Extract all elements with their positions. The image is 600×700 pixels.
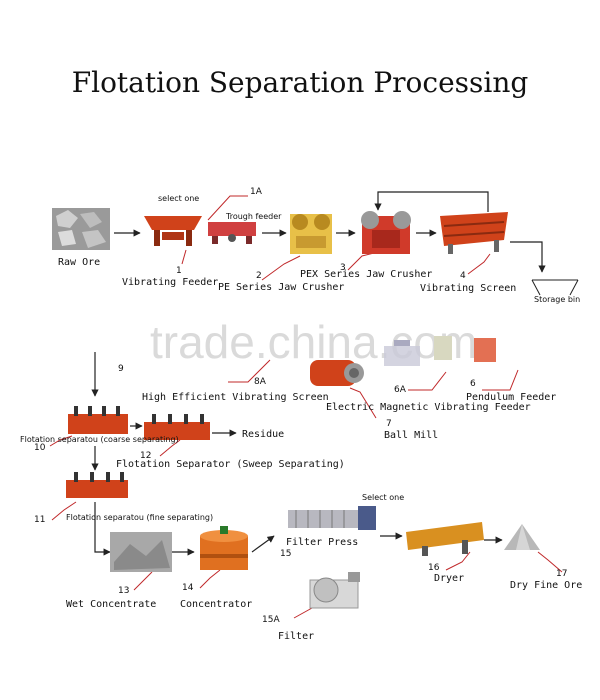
step-number-14: 14 bbox=[182, 583, 194, 593]
filter-machine bbox=[309, 572, 360, 609]
flotation-sweep-machine bbox=[144, 414, 210, 440]
step-number-10: 10 bbox=[34, 443, 46, 453]
pendulum-feeder-machine bbox=[474, 338, 496, 362]
dry-fine-ore-image bbox=[504, 524, 540, 550]
label-filter-press: Filter Press bbox=[286, 537, 359, 548]
step-number-9: 9 bbox=[118, 364, 124, 374]
step-number-6a: 6A bbox=[394, 385, 406, 395]
em-vibrating-feeder-machine bbox=[384, 340, 420, 366]
label-storage-bin: Storage bin bbox=[534, 295, 581, 304]
pe-jaw-crusher-machine bbox=[290, 214, 332, 254]
label-flotation-fine: Flotation separatou (fine separating) bbox=[66, 513, 214, 522]
label-flotation-coarse: Flotation separatou (coarse separating) bbox=[20, 435, 179, 444]
trough-feeder-machine bbox=[208, 222, 256, 244]
dryer-machine bbox=[406, 522, 484, 556]
raw-ore-image bbox=[52, 208, 110, 250]
label-vibrating-screen: Vibrating Screen bbox=[420, 283, 517, 294]
feeder-part-machine bbox=[434, 336, 452, 360]
step-number-2: 2 bbox=[256, 271, 262, 281]
label-em-vibrating-feeder: Electric Magnetic Vibrating Feeder bbox=[326, 402, 531, 413]
label-flotation-sweep: Flotation Separator (Sweep Separating) bbox=[116, 459, 345, 470]
step-number-16: 16 bbox=[428, 563, 440, 573]
label-raw-ore: Raw Ore bbox=[58, 257, 101, 268]
label-residue: Residue bbox=[242, 429, 285, 440]
label-dryer: Dryer bbox=[434, 573, 465, 584]
flotation-coarse-machine bbox=[68, 406, 128, 434]
step-number-4: 4 bbox=[460, 271, 466, 281]
label-high-efficient-screen: High Efficient Vibrating Screen bbox=[142, 392, 329, 403]
label-select-one-2: Select one bbox=[362, 493, 405, 502]
label-select-one-1: select one bbox=[158, 194, 200, 203]
step-number-1a: 1A bbox=[250, 187, 262, 197]
step-number-11: 11 bbox=[34, 515, 46, 525]
label-filter: Filter bbox=[278, 631, 315, 642]
ball-mill-machine bbox=[310, 360, 364, 386]
vibrating-feeder-machine bbox=[144, 216, 202, 246]
step-number-12: 12 bbox=[140, 451, 152, 461]
wet-concentrate-image bbox=[110, 532, 172, 572]
vibrating-screen-machine bbox=[440, 212, 508, 254]
concentrator-machine bbox=[200, 526, 248, 570]
label-vibrating-feeder: Vibrating Feeder bbox=[122, 277, 219, 288]
arrow-screen-return bbox=[374, 191, 489, 212]
step-number-1: 1 bbox=[176, 266, 182, 276]
label-ball-mill: Ball Mill bbox=[384, 430, 439, 441]
label-wet-concentrate: Wet Concentrate bbox=[66, 599, 157, 610]
label-trough-feeder: Trough feeder bbox=[226, 212, 282, 221]
label-pex-jaw-crusher: PEX Series Jaw Crusher bbox=[300, 269, 433, 280]
arrow-fine-to-wet bbox=[94, 502, 111, 556]
label-pendulum-feeder: Pendulum Feeder bbox=[466, 392, 557, 403]
watermark: trade.china.com bbox=[150, 316, 478, 368]
arrow-screen-to-bin bbox=[510, 241, 546, 273]
filter-press-machine bbox=[288, 506, 376, 530]
label-concentrator: Concentrator bbox=[180, 599, 253, 610]
step-number-17: 17 bbox=[556, 569, 568, 579]
step-number-3: 3 bbox=[340, 263, 346, 273]
arrow-concentrator-to-filter bbox=[251, 535, 275, 553]
flotation-fine-machine bbox=[66, 472, 128, 498]
step-number-8a: 8A bbox=[254, 377, 266, 387]
step-number-15a: 15A bbox=[262, 615, 280, 625]
label-pe-jaw-crusher: PE Series Jaw Crusher bbox=[218, 282, 345, 293]
step-number-7: 7 bbox=[386, 419, 392, 429]
label-dry-fine-ore: Dry Fine Ore bbox=[510, 580, 583, 591]
step-number-6: 6 bbox=[470, 379, 476, 389]
diagram-title: Flotation Separation Processing bbox=[71, 66, 529, 99]
step-number-15: 15 bbox=[280, 549, 292, 559]
step-number-13: 13 bbox=[118, 586, 130, 596]
pex-jaw-crusher-machine bbox=[361, 211, 411, 254]
